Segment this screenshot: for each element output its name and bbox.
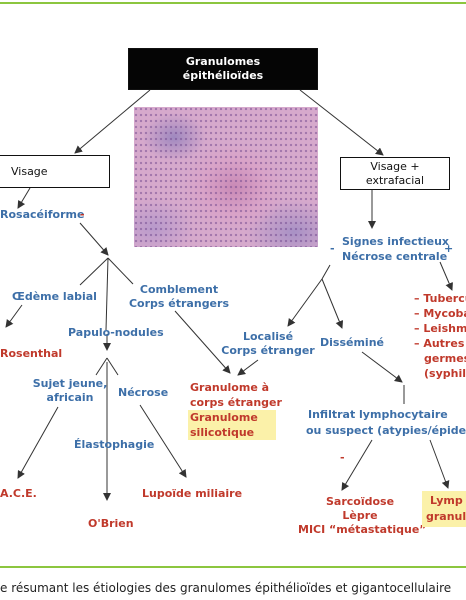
rosenthal-label: Rosenthal [0,347,63,360]
obrien-label: O'Brien [88,517,134,530]
necrose-left-label: Nécrose [118,386,169,399]
bottom-rule [0,566,466,568]
edge-hub-papulo [105,257,109,331]
edge-infiltrat-lymph [429,439,450,489]
localise-line2: Corps étranger [221,344,315,357]
edge-root-extrafacial [299,89,384,156]
root-line2: épithélioïdes [182,69,264,82]
visage-label: Visage [11,165,48,178]
edge-rosaceiforme-hub [79,222,109,256]
lupoide-label: Lupoïde miliaire [142,487,243,500]
histology-image [134,107,318,247]
localise-label: Localisé Corps étranger [218,330,318,358]
edge-hub-comblement [107,257,134,285]
silicotique-highlight [188,410,276,440]
infectious-1: – Tubercu [414,292,466,305]
rosaceiforme-minus: - [80,208,85,221]
signes-line1: Signes infectieux [342,235,450,248]
infectious-4: – Autres i [414,337,466,350]
sujet-label: Sujet jeune, africain [30,377,110,405]
infectious-6: (syphilis [424,367,466,380]
extrafacial-line2: extrafacial [365,174,425,187]
edge-dissemine-infiltrat [361,351,403,383]
signes-minus: - [330,242,335,255]
edge-localise-granulome [237,359,259,376]
sarcoidose-line1: Sarcoïdose [325,495,395,508]
signes-line2: Nécrose centrale [342,250,448,263]
edge-comblement-granulome [174,310,231,374]
root-line1: Granulomes [185,55,261,68]
comblement-line2: Corps étrangers [128,297,229,310]
edge-hub2-necrose [106,357,119,376]
infiltrat-line1: Infiltrat lymphocytaire [308,408,448,421]
edge-hub2-sujet [95,357,108,376]
sujet-line2: africain [46,391,94,404]
infectious-2: – Mycoba [414,307,466,320]
edge-sujet-ace [17,406,59,479]
granulome-sil-line2: silicotique [190,426,255,439]
edge-infiltrat-sarcoidose [341,439,373,491]
extrafacial-line1: Visage + [370,160,420,173]
sarcoidose-label: Sarcoïdose Lèpre MICI “métastatique” [298,495,427,537]
infectious-5: germes [424,352,466,365]
sarcoidose-line3: MICI “métastatique” [298,523,427,536]
infiltrat-minus: - [340,451,345,464]
elastophagie-label: Élastophagie [74,438,155,451]
dissemine-label: Disséminé [320,336,384,349]
root-box: Granulomes épithélioïdes [128,48,318,90]
granulome-sil-line1: Granulome [190,411,258,424]
granulome-ce-line1: Granulome à [190,381,270,394]
lymph-highlight [422,491,466,527]
figure-caption: e résumant les étiologies des granulomes… [0,581,452,595]
edge-hub-oedeme [79,257,109,286]
edge-visage-rosaceiforme [17,187,31,209]
comblement-line1: Comblement [139,283,219,296]
edge-signes-plus [439,261,453,291]
extrafacial-box: Visage + extrafacial [340,157,450,190]
edge-root-visage [74,89,151,154]
top-rule [0,2,466,4]
edge-minus-dissemine [321,278,344,329]
edge-signes-minus [321,264,331,280]
signes-plus: + [444,242,454,255]
lymph-line1: Lymp [430,494,463,507]
edge-oedeme-rosenthal [5,304,23,328]
papulo-label: Papulo-nodules [68,326,164,339]
sujet-line1: Sujet jeune, [32,377,108,390]
visage-box: Visage [0,155,110,188]
edge-minus-localise [287,278,323,327]
edge-necrose-lupoide [139,404,187,478]
comblement-label: Comblement Corps étrangers [124,283,234,311]
oedeme-label: Œdème labial [12,290,97,303]
localise-line1: Localisé [242,330,294,343]
sarcoidose-line2: Lèpre [342,509,378,522]
rosaceiforme-label: Rosacéiforme [0,208,85,221]
ace-label: A.C.E. [0,487,37,500]
lymph-line2: granulo [426,510,466,523]
infectious-3: – Leishma [414,322,466,335]
granulome-ce-line2: corps étranger [190,396,282,409]
infiltrat-line2: ou suspect (atypies/épiderm [306,424,466,437]
